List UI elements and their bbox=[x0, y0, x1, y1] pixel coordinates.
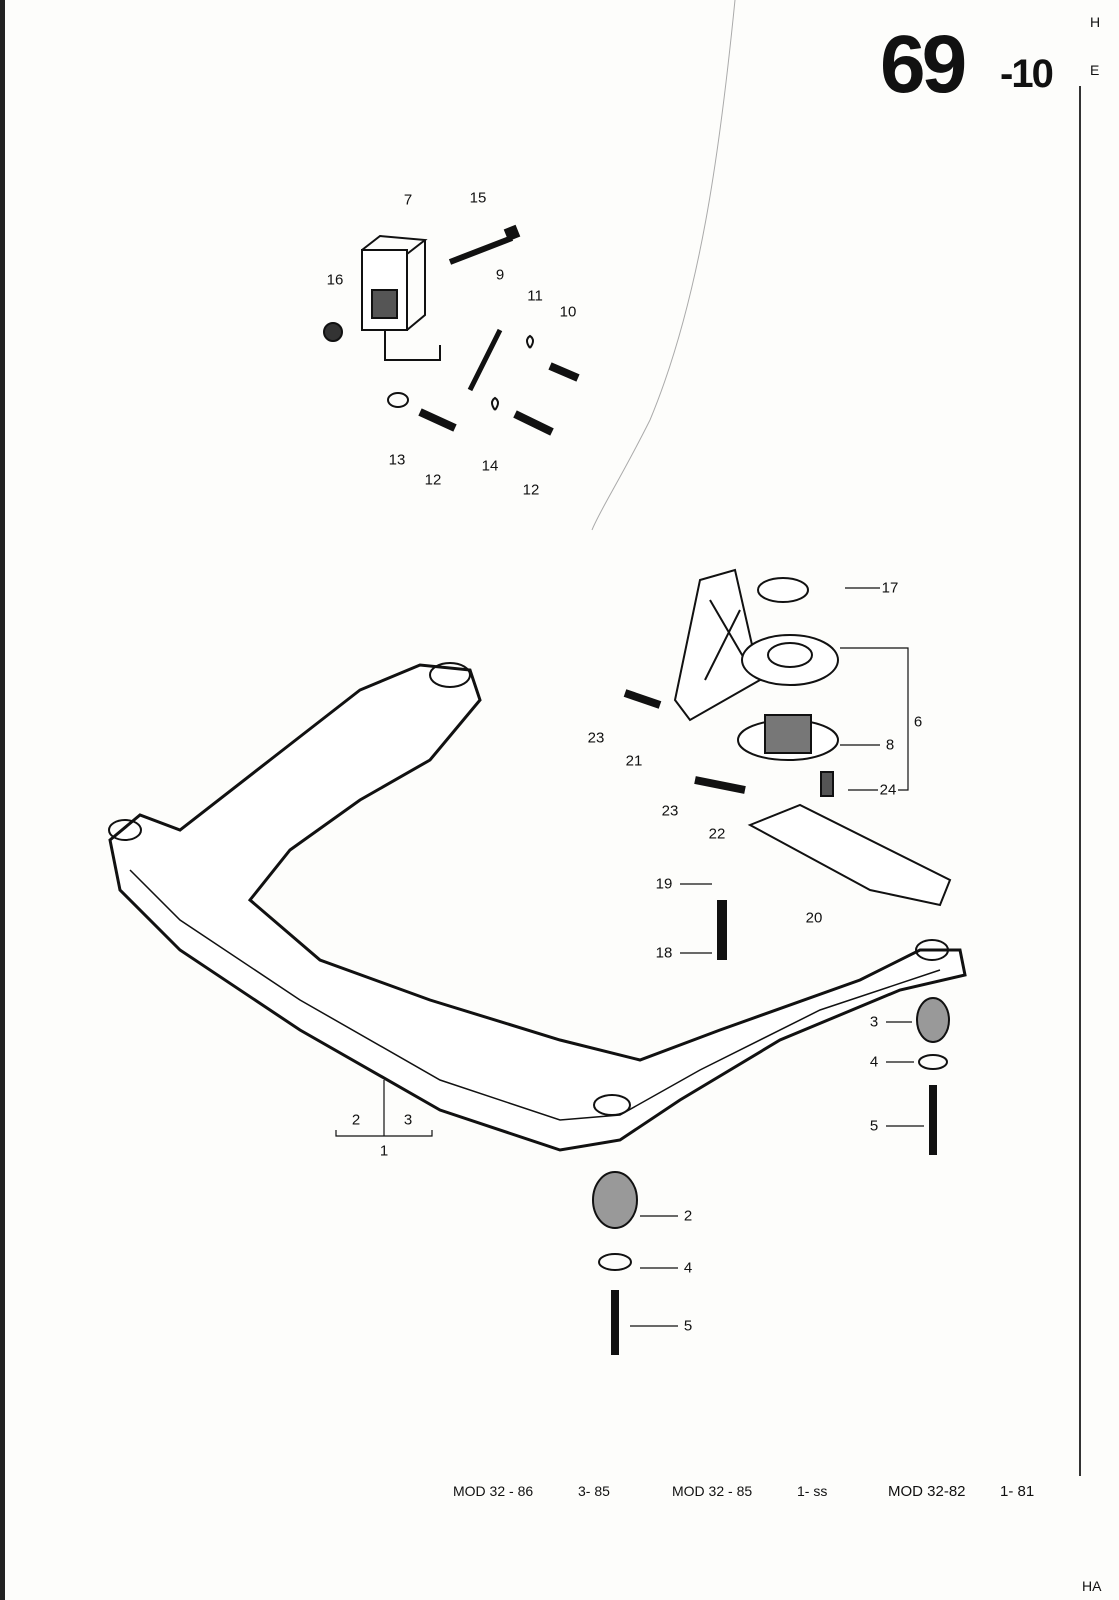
callout-label: 10 bbox=[559, 303, 577, 321]
plate-6 bbox=[741, 634, 839, 686]
mount-hole bbox=[429, 662, 471, 688]
bushing-17 bbox=[757, 577, 809, 603]
footer-date: 1- ss bbox=[797, 1483, 828, 1499]
callout-label: 24 bbox=[879, 781, 897, 799]
callout-label: 16 bbox=[326, 271, 344, 289]
bolt-15 bbox=[448, 235, 514, 265]
callout-label: 7 bbox=[403, 191, 413, 209]
callout-label: 3 bbox=[869, 1013, 879, 1031]
footer-model: MOD 32 - 86 bbox=[453, 1483, 534, 1499]
mount-hole bbox=[108, 819, 142, 841]
callout-label: 4 bbox=[869, 1053, 879, 1071]
mount-hole bbox=[593, 1094, 631, 1116]
mount-hole bbox=[915, 939, 949, 961]
footer-model: MOD 32-82 bbox=[888, 1483, 966, 1500]
paper-crease bbox=[591, 0, 736, 531]
leader-lines bbox=[335, 587, 924, 1327]
callout-label: 23 bbox=[587, 729, 605, 747]
washer-13 bbox=[387, 392, 409, 408]
washer-4 bbox=[598, 1253, 632, 1271]
callout-label: 2 bbox=[351, 1111, 361, 1129]
bolt-10 bbox=[548, 362, 580, 382]
margin-mark: HA bbox=[1082, 1578, 1102, 1594]
arm-20 bbox=[747, 803, 952, 907]
engine-mount-assembly bbox=[623, 568, 952, 960]
callout-label: 9 bbox=[495, 266, 505, 284]
callout-label: 17 bbox=[881, 579, 899, 597]
subframe bbox=[108, 662, 967, 1152]
bushing-stack-right bbox=[916, 997, 950, 1155]
bolt-21 bbox=[623, 689, 662, 709]
callout-label: 13 bbox=[388, 451, 406, 469]
callout-label: 18 bbox=[655, 944, 673, 962]
bracket-9 bbox=[467, 328, 503, 392]
callout-label: 12 bbox=[522, 481, 540, 499]
callout-label: 19 bbox=[655, 875, 673, 893]
footer-date: 3- 85 bbox=[578, 1483, 610, 1499]
bolt-12b bbox=[513, 410, 554, 436]
exhaust-hanger-assembly bbox=[323, 224, 580, 436]
callout-label: 3 bbox=[403, 1111, 413, 1129]
callout-label: 8 bbox=[885, 736, 895, 754]
bolt-12a bbox=[418, 408, 457, 432]
bushing-stack-left bbox=[592, 1171, 638, 1355]
bolt-22 bbox=[694, 776, 746, 794]
page-number: 69 bbox=[880, 19, 967, 110]
callout-label: 1 bbox=[379, 1142, 389, 1160]
bushing-2 bbox=[592, 1171, 638, 1229]
left-binding-edge bbox=[0, 0, 5, 1600]
callout-label: 20 bbox=[805, 909, 823, 927]
page-suffix: -10 bbox=[1000, 52, 1054, 96]
footer-model: MOD 32 - 85 bbox=[672, 1483, 753, 1499]
callout-label: 11 bbox=[527, 287, 543, 305]
stud-24 bbox=[820, 771, 834, 797]
callout-label: 5 bbox=[869, 1117, 879, 1135]
footer-date: 1- 81 bbox=[1000, 1483, 1035, 1500]
washer-4 bbox=[918, 1054, 948, 1070]
right-margin-line bbox=[1079, 86, 1081, 1476]
margin-mark: E bbox=[1090, 62, 1100, 78]
callout-label: 12 bbox=[424, 471, 442, 489]
clip-14 bbox=[491, 396, 499, 411]
callout-label: 21 bbox=[625, 752, 643, 770]
callout-label: 2 bbox=[683, 1207, 693, 1225]
callout-label: 6 bbox=[913, 713, 923, 731]
margin-mark: H bbox=[1090, 14, 1101, 30]
bushing-3 bbox=[916, 997, 950, 1043]
callout-label: 14 bbox=[481, 457, 499, 475]
bracket bbox=[673, 568, 762, 722]
callout-label: 5 bbox=[683, 1317, 693, 1335]
clip-11 bbox=[526, 334, 534, 349]
callout-label: 4 bbox=[683, 1259, 693, 1277]
callout-label: 23 bbox=[661, 802, 679, 820]
callout-label: 22 bbox=[708, 825, 726, 843]
nut-16 bbox=[323, 322, 343, 342]
callout-label: 15 bbox=[469, 189, 487, 207]
